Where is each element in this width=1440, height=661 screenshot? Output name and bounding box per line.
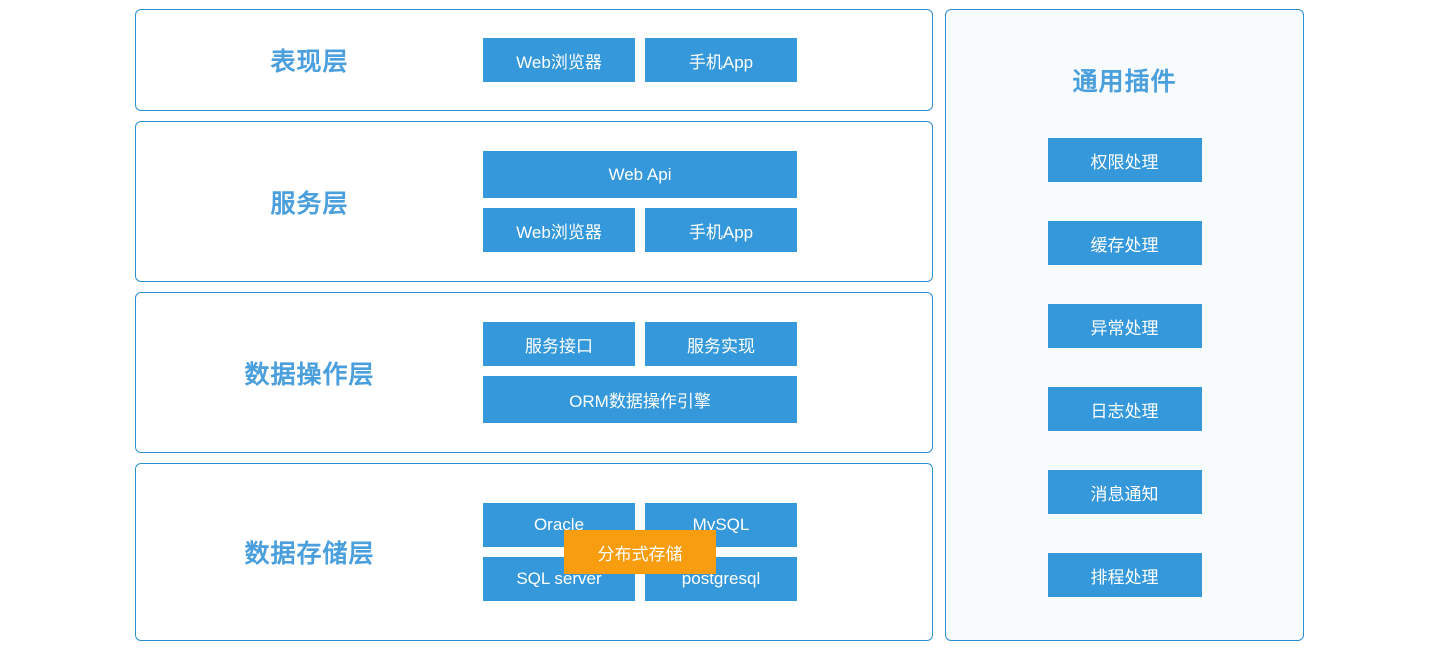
- component-box[interactable]: Web浏览器: [483, 208, 635, 252]
- component-box[interactable]: 服务实现: [645, 322, 797, 366]
- box-row: Web浏览器 手机App: [483, 38, 797, 82]
- layer-body: Web浏览器 手机App: [483, 10, 932, 110]
- box-row: Web浏览器 手机App: [483, 208, 797, 252]
- component-box[interactable]: Web浏览器: [483, 38, 635, 82]
- component-box[interactable]: 手机App: [645, 208, 797, 252]
- layer-title: 数据操作层: [244, 360, 375, 389]
- layer-title: 表现层: [270, 48, 349, 76]
- distributed-storage-highlight[interactable]: 分布式存储: [564, 530, 716, 574]
- plugin-panel-title: 通用插件: [1072, 68, 1177, 96]
- layer-body: Oracle MySQL SQL server postgresql 分布式存储: [483, 464, 932, 640]
- layer-body: Web Api Web浏览器 手机App: [483, 122, 932, 281]
- layer-panel-presentation[interactable]: 表现层 Web浏览器 手机App: [135, 9, 933, 111]
- plugin-item-exception[interactable]: 异常处理: [1047, 304, 1202, 348]
- layer-stack: 表现层 Web浏览器 手机App 服务层 Web Api Web浏览器 手机Ap…: [135, 9, 935, 641]
- layer-panel-data-storage[interactable]: 数据存储层 Oracle MySQL SQL server postgresql…: [135, 463, 933, 641]
- plugin-item-permission[interactable]: 权限处理: [1047, 138, 1202, 182]
- box-row: 服务接口 服务实现: [483, 322, 797, 366]
- plugin-item-cache[interactable]: 缓存处理: [1047, 221, 1202, 265]
- box-row: ORM数据操作引擎: [483, 376, 797, 423]
- component-box[interactable]: 手机App: [645, 38, 797, 82]
- plugin-item-schedule[interactable]: 排程处理: [1047, 553, 1202, 597]
- plugin-item-log[interactable]: 日志处理: [1047, 387, 1202, 431]
- layer-body: 服务接口 服务实现 ORM数据操作引擎: [483, 293, 932, 452]
- layer-title: 数据存储层: [244, 540, 375, 568]
- component-box[interactable]: SQL server: [483, 557, 635, 601]
- layer-title: 服务层: [270, 189, 349, 218]
- component-box[interactable]: Oracle: [483, 503, 635, 547]
- plugin-panel[interactable]: 通用插件 权限处理 缓存处理 异常处理 日志处理 消息通知 排程处理: [945, 9, 1304, 641]
- layer-panel-service[interactable]: 服务层 Web Api Web浏览器 手机App: [135, 121, 933, 282]
- plugin-item-message[interactable]: 消息通知: [1047, 470, 1202, 514]
- component-box[interactable]: Web Api: [483, 151, 797, 198]
- box-row: Web Api: [483, 151, 797, 198]
- plugin-list: 权限处理 缓存处理 异常处理 日志处理 消息通知 排程处理: [1047, 138, 1202, 597]
- component-box[interactable]: ORM数据操作引擎: [483, 376, 797, 423]
- layer-panel-data-operation[interactable]: 数据操作层 服务接口 服务实现 ORM数据操作引擎: [135, 292, 933, 453]
- component-box[interactable]: 服务接口: [483, 322, 635, 366]
